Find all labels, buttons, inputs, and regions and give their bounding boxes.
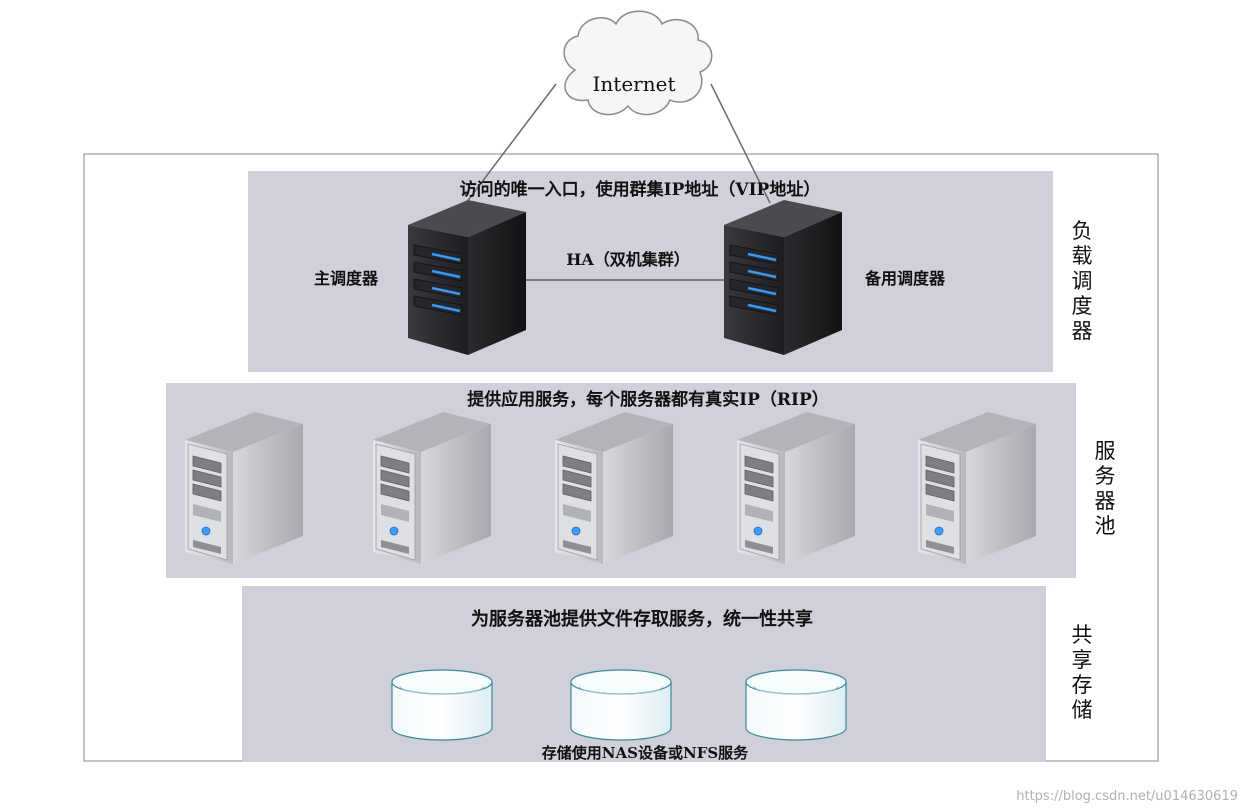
primary-scheduler-server-icon xyxy=(408,200,526,355)
pool-server-icon xyxy=(737,412,855,564)
pool-server-icon xyxy=(185,412,303,564)
load-balancer-panel xyxy=(248,171,1053,372)
storage-disks xyxy=(391,669,847,741)
pool-server-icon xyxy=(918,412,1036,564)
watermark: https://blog.csdn.net/u014630619 xyxy=(1016,789,1238,804)
storage-disk-icon xyxy=(745,669,847,741)
shared-storage-caption: 为服务器池提供文件存取服务，统一性共享 xyxy=(471,608,813,630)
pool-server-icon xyxy=(373,412,491,564)
server-pool-servers xyxy=(185,412,1036,564)
internet-cloud-icon xyxy=(563,10,713,116)
storage-disk-icon xyxy=(391,669,493,741)
ha-label: HA（双机集群） xyxy=(566,250,690,269)
load-balancer-side-label: 负载调度器 xyxy=(1072,219,1093,343)
pool-server-icon xyxy=(555,412,673,564)
storage-disk-icon xyxy=(570,669,672,741)
load-balancer-caption: 访问的唯一入口，使用群集IP地址（VIP地址） xyxy=(460,179,821,200)
shared-storage-side-label: 共享存储 xyxy=(1072,623,1093,722)
internet-label: Internet xyxy=(593,72,676,96)
internet-link-backup xyxy=(710,83,771,204)
primary-scheduler-label: 主调度器 xyxy=(314,269,379,288)
shared-storage-footer: 存储使用NAS设备或NFS服务 xyxy=(542,744,749,762)
backup-scheduler-label: 备用调度器 xyxy=(864,269,946,288)
backup-scheduler-server-icon xyxy=(724,200,842,355)
server-pool-caption: 提供应用服务，每个服务器都有真实IP（RIP） xyxy=(467,389,829,410)
internet-link-primary xyxy=(465,83,557,204)
server-pool-side-label: 服务器池 xyxy=(1095,439,1116,538)
